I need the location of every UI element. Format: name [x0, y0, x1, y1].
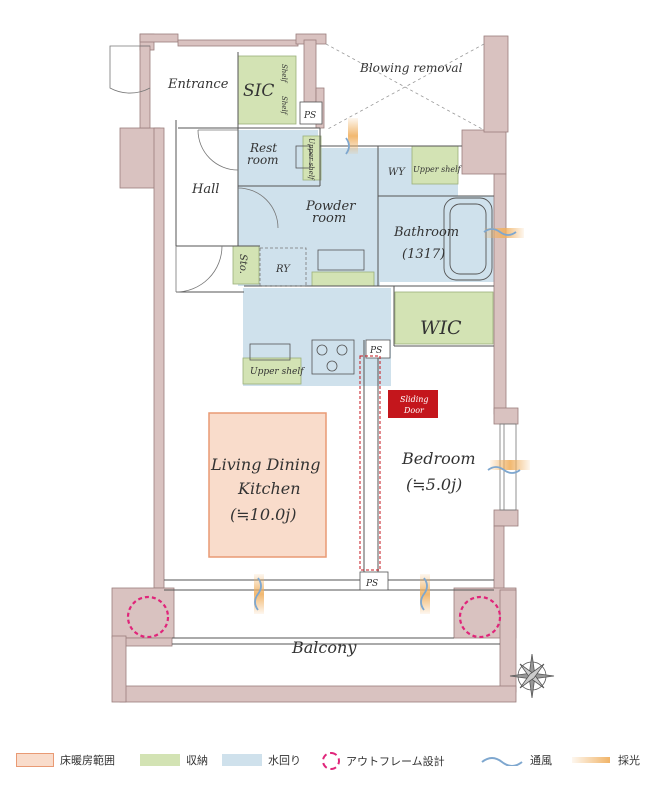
ventilation-icon	[420, 577, 428, 611]
sliding-door-badge	[388, 390, 438, 418]
sto-label: Sto.	[237, 254, 248, 274]
powder-shelf-area	[311, 271, 375, 287]
ps-top-label: PS	[303, 111, 316, 121]
ventilation-icon	[254, 577, 262, 611]
legend-water: 水回り	[222, 752, 301, 768]
legend-ventilation-label: 通風	[530, 754, 552, 767]
kitchen-sink	[249, 343, 291, 361]
ps-boxes	[299, 101, 391, 591]
ry-label: RY	[275, 264, 291, 275]
upper-shelf-rest-label: Upper shelf	[307, 138, 315, 181]
lighting-icon	[348, 118, 358, 154]
ldk-label-2: Kitchen	[237, 479, 301, 498]
washbasin	[317, 249, 365, 271]
balcony-label: Balcony	[291, 638, 357, 657]
outframe-marker-right	[458, 595, 502, 639]
outframe-swatch	[322, 752, 340, 770]
lighting-icon	[484, 228, 524, 238]
compass-icon	[509, 653, 555, 699]
entrance-label: Entrance	[167, 77, 229, 92]
ventilation-icon	[345, 137, 350, 155]
ps-bottom-label: PS	[365, 579, 378, 589]
legend: 床暖房範囲 収納 水回り アウトフレーム設計 通風 採光	[0, 746, 655, 776]
entrance-door	[109, 45, 279, 293]
upper-shelf-wy-label: Upper shelf	[413, 165, 463, 174]
outframe-marker-left	[126, 595, 170, 639]
room-labels: Entrance SIC Shelf Shelf PS Blowing remo…	[167, 61, 476, 657]
wic-label: WIC	[420, 317, 462, 339]
bathroom-label: Bathroom	[393, 225, 459, 240]
legend-floor-heating: 床暖房範囲	[16, 752, 115, 768]
lighting-swatch-icon	[572, 757, 610, 763]
water-swatch	[222, 754, 262, 766]
storage-areas	[232, 55, 494, 385]
ldk-size-label: (≒10.0j)	[230, 505, 296, 524]
wic-area	[394, 291, 494, 345]
legend-storage: 収納	[140, 752, 208, 768]
blowing-removal-void	[325, 43, 485, 131]
upper-shelf-kitchen-label: Upper shelf	[250, 367, 305, 377]
shelf-label-a: Shelf	[280, 64, 288, 84]
ventilation-icon	[487, 466, 521, 474]
legend-outframe-label: アウトフレーム設計	[346, 755, 445, 768]
toilet	[295, 145, 311, 169]
lighting-icon	[490, 460, 530, 470]
floor-heating-swatch	[16, 753, 54, 767]
legend-outframe: アウトフレーム設計	[322, 752, 445, 770]
sliding-door-label-2: Door	[403, 406, 425, 415]
ps-mid-label: PS	[369, 346, 382, 356]
rest-room-label-2: room	[247, 153, 279, 167]
ldk-label-1: Living Dining	[210, 455, 320, 474]
bathroom-size-label: (1317)	[402, 247, 445, 262]
ps-mid-box	[365, 339, 391, 359]
shelf-rest-area	[302, 135, 322, 181]
kitchen-upper-shelf-area	[242, 357, 302, 385]
shelf-label-b: Shelf	[280, 96, 288, 116]
ps-bottom-box	[359, 571, 389, 591]
rest-room-label-1: Rest	[249, 141, 277, 155]
floor-heating-area	[208, 412, 327, 558]
bathtub	[443, 197, 493, 281]
powder-room-label-2: room	[312, 211, 346, 226]
legend-ventilation: 通風	[480, 752, 552, 768]
ry-box	[259, 247, 307, 287]
sic-label: SIC	[243, 81, 274, 101]
storage-swatch	[140, 754, 180, 766]
legend-water-label: 水回り	[268, 754, 301, 767]
sliding-door-track	[359, 355, 381, 571]
sliding-door-label-1: Sliding	[400, 395, 429, 404]
powder-room-label-1: Powder	[305, 199, 356, 214]
ventilation-swatch-icon	[481, 757, 523, 766]
bedroom-size-label: (≒5.0j)	[406, 475, 462, 494]
blowing-removal-label: Blowing removal	[359, 61, 463, 75]
legend-storage-label: 収納	[186, 754, 208, 767]
stove	[311, 339, 355, 375]
interior-lines	[164, 52, 500, 645]
legend-lighting-label: 採光	[618, 754, 640, 767]
bedroom-label: Bedroom	[401, 449, 476, 468]
bathroom-area	[378, 196, 494, 282]
ventilation-icon	[483, 228, 517, 236]
ventilation-markers	[254, 137, 521, 611]
hall-label: Hall	[191, 182, 219, 197]
ps-top-box	[299, 101, 323, 125]
wy-label: WY	[388, 167, 406, 178]
legend-floor-heating-label: 床暖房範囲	[60, 754, 115, 767]
walls	[111, 33, 519, 703]
legend-lighting: 採光	[572, 752, 640, 768]
